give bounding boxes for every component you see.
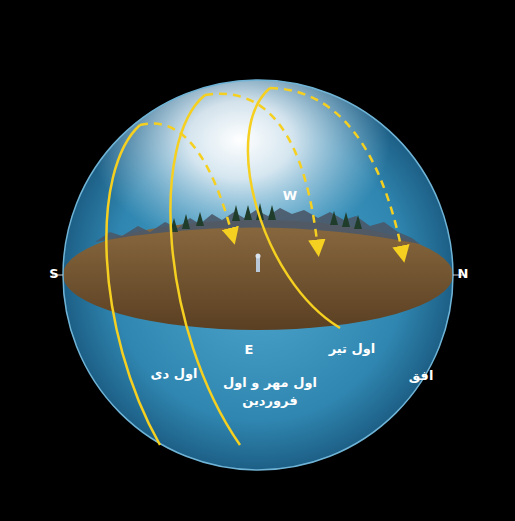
sun-path-solid xyxy=(170,95,240,445)
sun-path-solid xyxy=(248,88,340,328)
date-label: اول مهر و اول فروردین xyxy=(220,374,320,409)
compass-label: W xyxy=(283,187,297,205)
trees xyxy=(170,203,362,232)
sphere-outline xyxy=(63,80,453,470)
sun-path-dashed xyxy=(205,94,318,250)
horizon-label: افق xyxy=(409,367,434,385)
compass-label: N xyxy=(458,265,469,283)
compass-label: E xyxy=(245,341,254,359)
sun-path-dashed xyxy=(140,123,233,238)
sun-paths xyxy=(106,88,403,445)
date-label: اول تیر xyxy=(329,340,376,358)
date-label: اول دی xyxy=(151,365,198,383)
observer xyxy=(256,254,261,273)
sun-path-solid xyxy=(106,125,160,445)
compass-label: S xyxy=(49,265,58,283)
sun-path-dashed xyxy=(270,88,403,256)
